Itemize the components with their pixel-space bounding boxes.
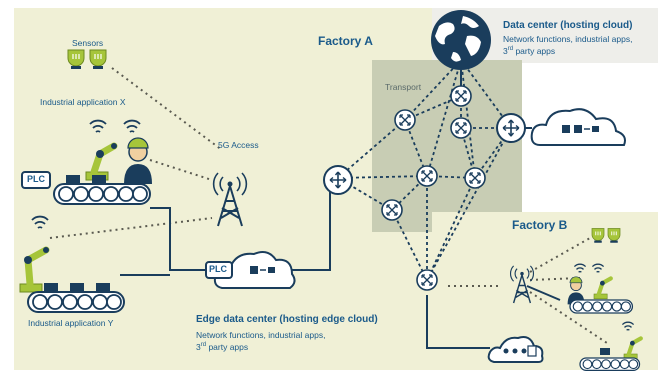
edge-plc-box <box>205 261 233 279</box>
data-center-desc: Network functions, industrial apps, 3rd … <box>503 34 633 56</box>
cloud-icon <box>530 108 626 146</box>
transport-label: Transport <box>385 82 422 92</box>
router-icon <box>416 165 438 187</box>
router-icon <box>450 85 472 107</box>
robot-arm-icon <box>593 276 613 300</box>
plc-box <box>21 171 51 189</box>
cloud-icon <box>487 336 544 363</box>
plc-label: PLC <box>27 174 45 184</box>
package-icons <box>44 283 110 292</box>
conveyor-icon <box>27 291 125 313</box>
sensors-label: Sensors <box>72 38 104 48</box>
edge-plc-label: PLC <box>209 264 227 274</box>
transport-links <box>337 59 512 281</box>
edge-data-center-desc: Network functions, industrial apps, 3rd … <box>196 330 326 352</box>
5g-access-label: 5G Access <box>218 140 259 150</box>
router-icon <box>381 199 403 221</box>
package-icons <box>66 175 106 184</box>
conveyor-icon <box>579 357 641 372</box>
package-icon <box>600 348 610 355</box>
data-center-title: Data center (hosting cloud) <box>503 20 633 31</box>
factory-b-title: Factory B <box>512 218 568 232</box>
router-icon <box>394 109 416 131</box>
router-icon <box>496 113 526 143</box>
conveyor-icon <box>53 183 151 205</box>
factory-a-region <box>14 8 432 370</box>
router-icon <box>416 269 438 291</box>
wired-links <box>120 190 561 349</box>
conveyor-icon <box>569 299 634 314</box>
factory-b-region <box>432 212 658 370</box>
router-icon <box>450 117 472 139</box>
industrial-app-x-label: Industrial application X <box>40 97 126 107</box>
factory-a-title: Factory A <box>318 34 373 48</box>
worker-icon <box>124 137 152 184</box>
edge-data-center-title: Edge data center (hosting edge cloud) <box>196 314 378 325</box>
robot-arm-icon <box>19 246 50 293</box>
router-icon <box>464 167 486 189</box>
wireless-links <box>49 67 611 346</box>
globe-icon <box>431 10 491 70</box>
router-icon <box>323 165 353 195</box>
industrial-app-y-label: Industrial application Y <box>28 318 114 328</box>
